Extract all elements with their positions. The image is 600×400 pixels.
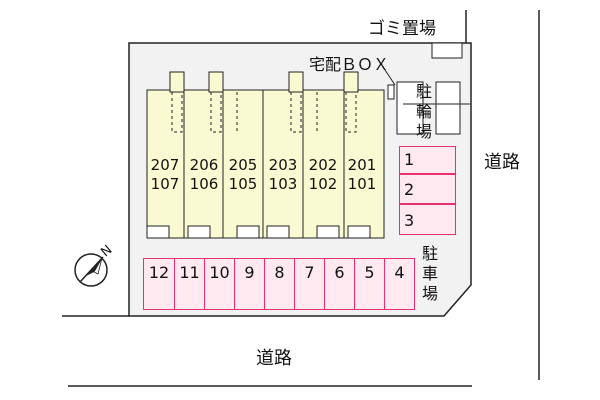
unit-number-lower: 106 <box>189 175 219 193</box>
unit-number-upper: 205 <box>228 156 258 174</box>
unit-number-lower: 102 <box>308 175 338 193</box>
compass-icon <box>74 253 108 287</box>
parking-slot-label: 7 <box>304 263 315 282</box>
unit-number-lower: 103 <box>268 175 298 193</box>
parking-slot <box>204 258 235 310</box>
road-label-bottom: 道路 <box>256 348 292 369</box>
garbage-area-box <box>431 42 463 59</box>
parking-slot-label: 2 <box>404 180 415 199</box>
parking-slot <box>399 204 456 235</box>
parking-slot-label: 9 <box>244 263 255 282</box>
delivery-box-leader <box>384 69 396 86</box>
parking-slot <box>399 174 456 204</box>
unit-number-lower: 101 <box>347 175 377 193</box>
parking-slot-label: 11 <box>179 263 200 282</box>
parking-slot <box>384 258 415 310</box>
delivery-box <box>387 84 395 100</box>
parking-slot-label: 5 <box>364 263 375 282</box>
parking-slot <box>174 258 205 310</box>
parking-slot <box>294 258 325 310</box>
parking-slot <box>234 258 265 310</box>
car-parking-label: 駐車場 <box>421 244 438 303</box>
unit-number-lower: 107 <box>150 175 180 193</box>
bicycle-parking-label: 駐輪場 <box>415 82 432 141</box>
unit-number-lower: 105 <box>228 175 258 193</box>
north-compass: N <box>72 243 122 290</box>
garbage-area-label: ゴミ置場 <box>368 19 436 39</box>
parking-slot-label: 6 <box>334 263 345 282</box>
parking-slot-label: 1 <box>404 150 415 169</box>
unit-number-upper: 201 <box>347 156 377 174</box>
unit-number-upper: 206 <box>189 156 219 174</box>
unit-number-upper: 203 <box>268 156 298 174</box>
apartment-building <box>146 71 385 239</box>
delivery-box-label: 宅配ＢＯＸ <box>309 55 390 74</box>
bicycle-parking-structure <box>396 81 470 135</box>
parking-slot-label: 4 <box>394 263 405 282</box>
unit-number-upper: 202 <box>308 156 338 174</box>
parking-slot <box>399 146 456 174</box>
parking-slot-label: 10 <box>209 263 230 282</box>
unit-number-upper: 207 <box>150 156 180 174</box>
road-label-right: 道路 <box>484 152 520 173</box>
parking-slot-label: 12 <box>148 263 170 282</box>
parking-slot-label: 3 <box>404 211 415 230</box>
parking-slot-label: 8 <box>274 263 285 282</box>
